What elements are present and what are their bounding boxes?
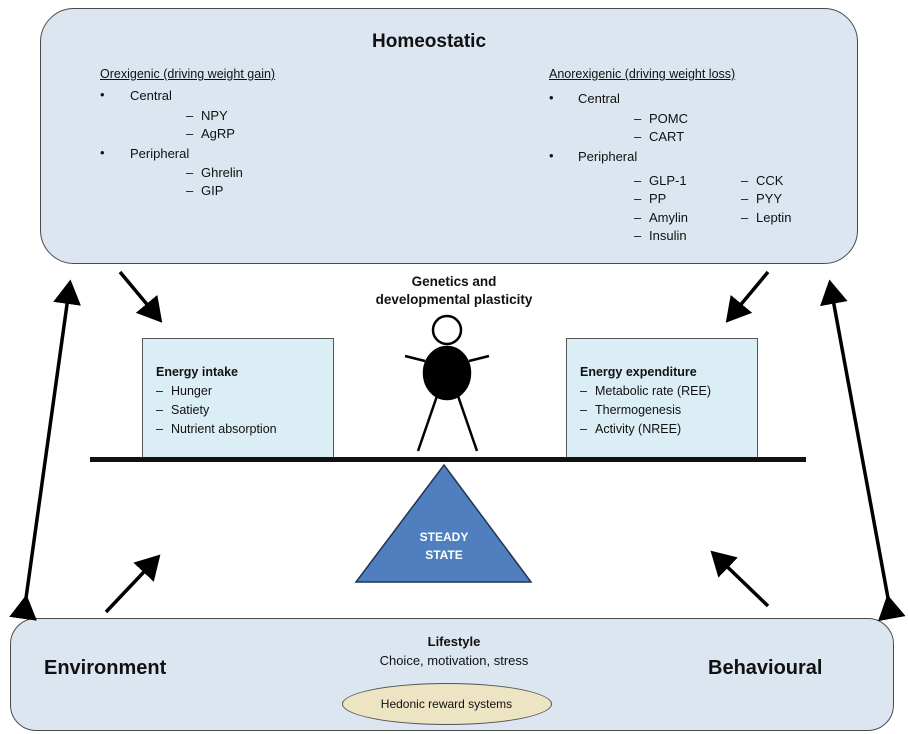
genetics-label-line1: Genetics and: [411, 274, 497, 289]
bullet: •: [549, 90, 554, 105]
arrow-environment-homeostatic-bidirectional: [9, 279, 81, 621]
genetics-label-line2: developmental plasticity: [375, 292, 533, 307]
anorexigenic-central-item: POMC: [649, 111, 688, 126]
dash: –: [580, 403, 587, 417]
anorexigenic-peripheral-item: PP: [649, 191, 667, 206]
dash: –: [156, 403, 163, 417]
dash: –: [741, 210, 749, 225]
energy-intake-item: Satiety: [171, 403, 210, 417]
anorexigenic-peripheral-label: Peripheral: [578, 149, 638, 164]
dash: –: [156, 384, 163, 398]
lifestyle-title: Lifestyle: [427, 634, 481, 649]
dash: –: [580, 384, 587, 398]
energy-intake-title: Energy intake: [156, 365, 238, 379]
energy-intake-item: Nutrient absorption: [171, 422, 277, 436]
dash: –: [186, 108, 194, 123]
steady-state-label-line1: STEADY: [420, 530, 469, 544]
energy-expenditure-title: Energy expenditure: [580, 365, 697, 379]
dash: –: [634, 111, 642, 126]
hedonic-reward-ellipse: Hedonic reward systems: [342, 683, 552, 725]
anorexigenic-peripheral-item: Insulin: [649, 228, 687, 243]
orexigenic-central-item: NPY: [201, 108, 228, 123]
anorexigenic-peripheral-item: CCK: [756, 173, 784, 188]
dash: –: [634, 210, 642, 225]
energy-expenditure-item: Activity (NREE): [595, 422, 682, 436]
dash: –: [186, 165, 194, 180]
dash: –: [634, 173, 642, 188]
arrow-homeostatic-to-expenditure: [725, 270, 770, 323]
balance-beam: [90, 457, 806, 462]
orexigenic-peripheral-item: Ghrelin: [201, 165, 243, 180]
arrow-homeostatic-to-intake: [118, 270, 163, 323]
steady-state-label-line2: STATE: [425, 548, 463, 562]
dash: –: [634, 228, 642, 243]
dash: –: [634, 129, 642, 144]
arrow-behavioural-to-expenditure: [710, 550, 770, 608]
arrow-behavioural-homeostatic-bidirectional: [820, 279, 906, 622]
dash: –: [634, 191, 642, 206]
orexigenic-heading: Orexigenic (driving weight gain): [100, 67, 276, 81]
homeostatic-panel: [40, 8, 858, 264]
hedonic-reward-label: Hedonic reward systems: [380, 697, 513, 711]
orexigenic-central-label: Central: [130, 88, 172, 103]
arrow-environment-to-intake: [104, 554, 161, 614]
bullet: •: [549, 148, 554, 163]
steady-state-triangle: STEADY STATE: [354, 463, 533, 583]
homeostatic-title: Homeostatic: [372, 31, 487, 52]
bullet: •: [100, 145, 105, 160]
anorexigenic-peripheral-item: Amylin: [649, 210, 689, 225]
orexigenic-peripheral-item: GIP: [201, 183, 224, 198]
dash: –: [741, 173, 749, 188]
orexigenic-peripheral-label: Peripheral: [130, 146, 190, 161]
dash: –: [580, 422, 587, 436]
lifestyle-subtitle: Choice, motivation, stress: [379, 653, 529, 668]
energy-expenditure-item: Metabolic rate (REE): [595, 384, 712, 398]
energy-expenditure-box: Energy expenditure – Metabolic rate (REE…: [566, 338, 758, 460]
orexigenic-central-item: AgRP: [201, 126, 235, 141]
person-icon: [404, 314, 490, 452]
dash: –: [156, 422, 163, 436]
anorexigenic-peripheral-item: PYY: [756, 191, 783, 206]
anorexigenic-central-item: CART: [649, 129, 685, 144]
energy-intake-item: Hunger: [171, 384, 212, 398]
environment-label: Environment: [44, 657, 167, 679]
behavioural-label: Behavioural: [708, 657, 823, 679]
anorexigenic-heading: Anorexigenic (driving weight loss): [549, 67, 736, 81]
anorexigenic-peripheral-item: Leptin: [756, 210, 792, 225]
dash: –: [186, 126, 194, 141]
anorexigenic-peripheral-item: GLP-1: [649, 173, 687, 188]
dash: –: [186, 183, 194, 198]
energy-expenditure-item: Thermogenesis: [595, 403, 682, 417]
anorexigenic-central-label: Central: [578, 91, 620, 106]
dash: –: [741, 191, 749, 206]
bullet: •: [100, 87, 105, 102]
